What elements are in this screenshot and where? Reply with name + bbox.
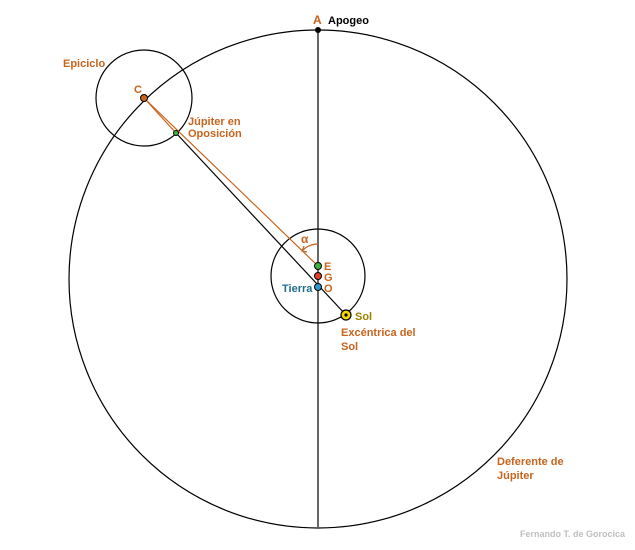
sun-icon bbox=[340, 309, 352, 321]
sun-eccentric-circle bbox=[270, 228, 366, 324]
sun-label: Sol bbox=[355, 311, 372, 323]
center-c-point bbox=[140, 94, 148, 102]
epicycle-radius-line bbox=[143, 97, 177, 134]
center-point-g bbox=[314, 272, 322, 280]
point-e-label: E bbox=[324, 261, 331, 273]
jupiter-label-line1: Júpiter en bbox=[188, 116, 241, 128]
deferent-label-line1: Deferente de bbox=[497, 456, 564, 468]
earth-label: Tierra bbox=[282, 283, 313, 295]
epicycle-label: Epiciclo bbox=[63, 58, 105, 70]
point-g-label: G bbox=[324, 272, 333, 284]
jupiter-point bbox=[173, 130, 179, 136]
jupiter-label-line2: Oposición bbox=[188, 128, 242, 140]
alpha-arrow bbox=[301, 245, 308, 253]
eccentric-label-line2: Sol bbox=[341, 341, 358, 353]
apogee-letter: A bbox=[313, 13, 322, 27]
earth-point-o bbox=[314, 283, 322, 291]
equant-to-center-line bbox=[143, 97, 319, 267]
deferent-label-line2: Júpiter bbox=[497, 470, 534, 482]
credit-label: Fernando T. de Gorocica bbox=[520, 529, 626, 539]
apogee-point bbox=[315, 27, 321, 33]
point-o-label: O bbox=[324, 283, 333, 295]
apogee-label: Apogeo bbox=[328, 15, 369, 27]
center-c-label: C bbox=[134, 84, 142, 96]
eccentric-label-line1: Excéntrica del bbox=[341, 327, 416, 339]
alpha-label: α bbox=[301, 232, 309, 246]
equant-point-e bbox=[314, 262, 322, 270]
epicycle-circle bbox=[95, 49, 193, 147]
